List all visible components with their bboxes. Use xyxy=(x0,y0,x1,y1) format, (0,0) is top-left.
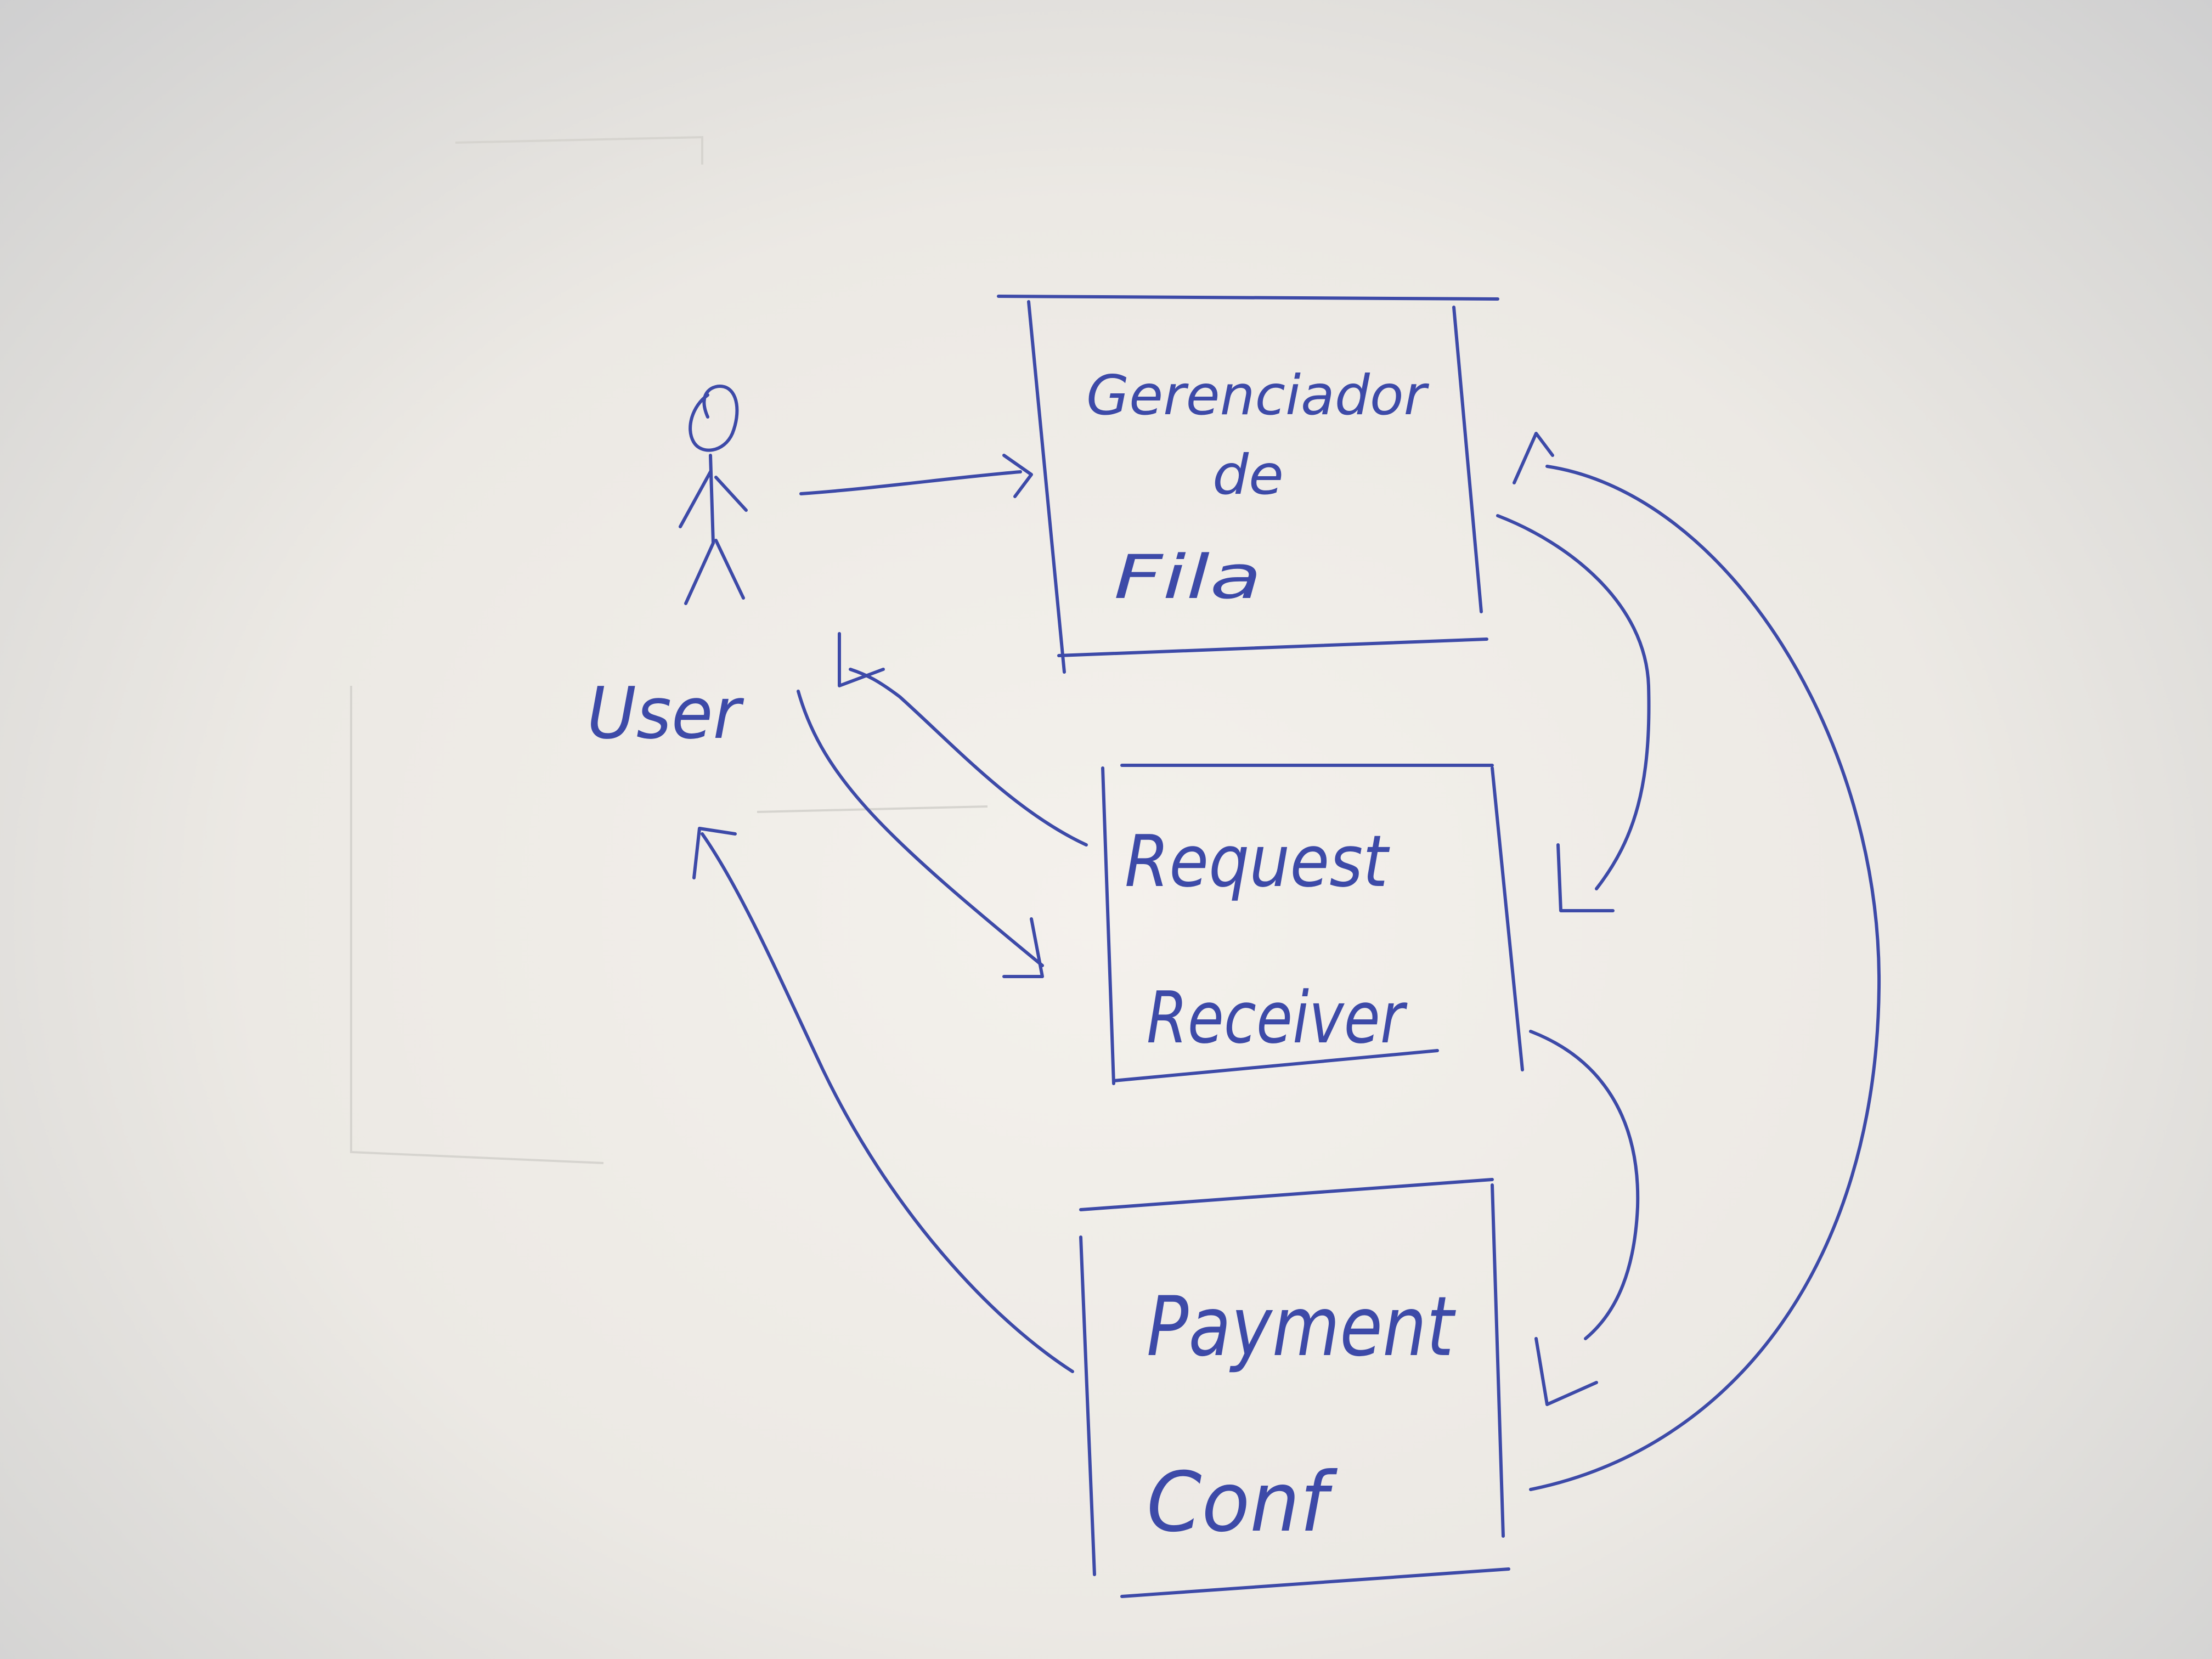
diagram-arrows xyxy=(692,432,1881,1491)
gerenciador-label-line-3: Fila xyxy=(1114,542,1262,612)
request-receiver-label-line-1: Request xyxy=(1125,820,1390,903)
arrow-gerenciador-to-request-receiver xyxy=(1496,514,1651,912)
arrow-request-receiver-to-user xyxy=(838,632,1088,847)
paper-ghost-marks xyxy=(350,136,988,1164)
arrow-payment-conf-to-gerenciador xyxy=(1513,432,1881,1491)
request-receiver-box: Request Receiver xyxy=(1101,764,1524,1085)
payment-conf-box: Payment Conf xyxy=(1079,1178,1510,1598)
payment-conf-label-line-1: Payment xyxy=(1147,1279,1456,1375)
user-actor: User xyxy=(587,385,748,755)
arrow-payment-conf-to-user xyxy=(692,827,1074,1373)
gerenciador-label-line-2: de xyxy=(1212,443,1284,507)
payment-conf-box-outline xyxy=(1079,1178,1510,1598)
arrow-user-to-request-receiver xyxy=(797,690,1044,978)
payment-conf-label-line-2: Conf xyxy=(1147,1455,1338,1550)
stick-figure-icon xyxy=(679,385,748,605)
gerenciador-de-fila-box: Gerenciador de Fila xyxy=(997,295,1499,674)
request-receiver-label-line-2: Receiver xyxy=(1147,976,1408,1059)
arrow-request-receiver-to-payment-conf xyxy=(1529,1030,1640,1406)
arrow-user-to-gerenciador xyxy=(799,454,1033,498)
user-label: User xyxy=(587,672,744,755)
request-receiver-box-outline xyxy=(1101,764,1524,1085)
gerenciador-box-outline xyxy=(997,295,1499,674)
gerenciador-label-line-1: Gerenciador xyxy=(1086,363,1430,427)
